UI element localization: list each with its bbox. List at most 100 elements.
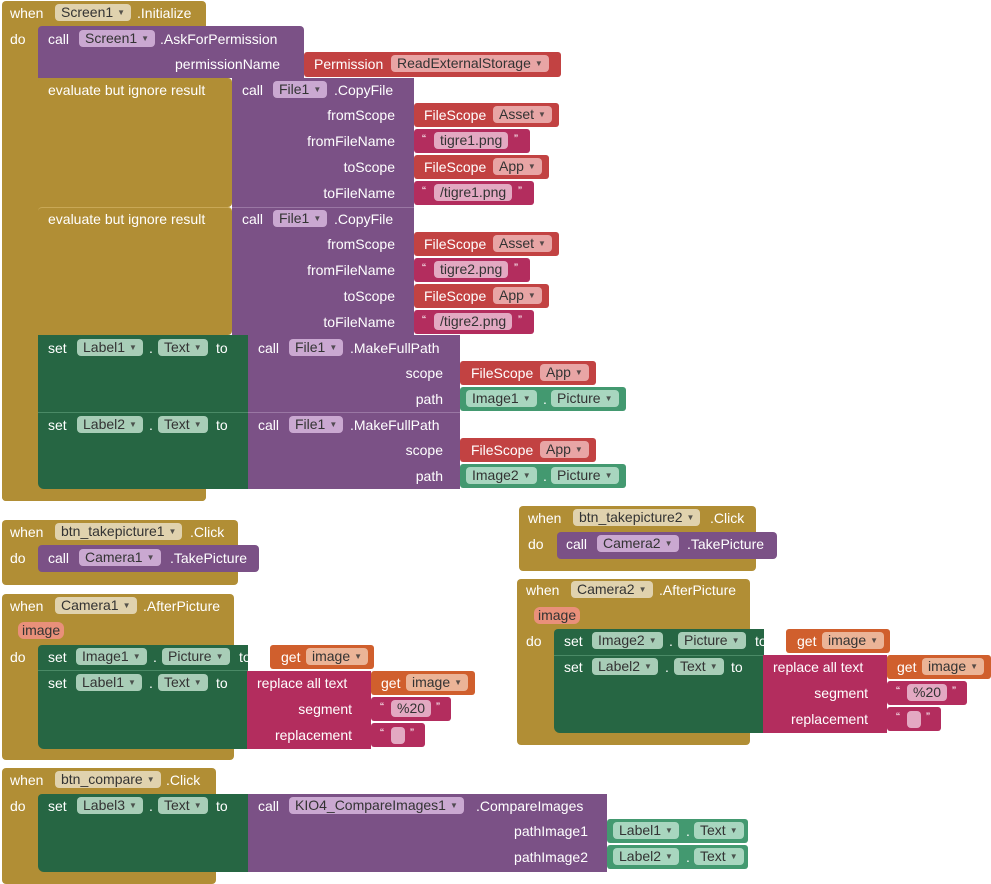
property-dropdown[interactable]: Text▼ — [694, 822, 744, 839]
text-field[interactable]: tigre1.png — [434, 132, 509, 149]
evaluate-ignore-block[interactable] — [38, 78, 232, 207]
component-dropdown[interactable]: btn_takepicture1▼ — [55, 523, 183, 540]
replacement-text-field[interactable] — [391, 727, 405, 744]
makefullpath-block[interactable] — [248, 412, 460, 489]
component-dropdown[interactable]: btn_compare▼ — [55, 771, 161, 788]
chevron-down-icon: ▼ — [313, 214, 322, 223]
component-dropdown[interactable]: Label1▼ — [613, 822, 679, 839]
replace-all-block[interactable] — [247, 671, 371, 749]
screen1-dropdown[interactable]: Screen1▼ — [55, 4, 132, 21]
file1-dropdown[interactable]: File1▼ — [289, 416, 344, 433]
component-dropdown[interactable]: Image2▼ — [592, 632, 663, 649]
text-field[interactable]: tigre2.png — [434, 261, 509, 278]
do-label: do — [10, 649, 26, 665]
property-dropdown[interactable]: Picture▼ — [162, 648, 230, 665]
chevron-down-icon: ▼ — [538, 239, 546, 248]
chevron-down-icon: ▼ — [193, 420, 202, 429]
scope-dropdown[interactable]: App▼ — [493, 287, 542, 304]
replacement-text-field[interactable] — [907, 711, 921, 728]
param-label: scope — [405, 442, 443, 458]
screen1-component-dropdown[interactable]: Screen1▼ — [79, 30, 156, 47]
permission-dropdown[interactable]: ReadExternalStorage▼ — [391, 55, 549, 72]
event-parameter[interactable]: image — [18, 622, 65, 639]
property-dropdown[interactable]: Picture▼ — [678, 632, 746, 649]
param-label: toScope — [343, 288, 395, 304]
property-dropdown[interactable]: Text▼ — [694, 848, 744, 865]
component-dropdown[interactable]: Label2▼ — [592, 658, 658, 675]
chevron-down-icon: ▼ — [329, 420, 338, 429]
chevron-down-icon: ▼ — [117, 8, 126, 17]
scope-dropdown[interactable]: Asset▼ — [493, 106, 552, 123]
component-dropdown[interactable]: btn_takepicture2▼ — [573, 509, 701, 526]
permission-label: Permission — [314, 56, 384, 72]
property-dropdown[interactable]: Text▼ — [158, 674, 208, 691]
copyfile-block[interactable] — [232, 207, 414, 335]
chevron-down-icon: ▼ — [729, 826, 738, 835]
dot-label: . — [153, 649, 157, 665]
camera-dropdown[interactable]: Camera1▼ — [79, 549, 161, 566]
component-dropdown[interactable]: Label2▼ — [613, 848, 679, 865]
scope-dropdown[interactable]: App▼ — [540, 441, 589, 458]
property-dropdown[interactable]: Text▼ — [158, 416, 208, 433]
get-label: get — [797, 633, 817, 649]
chevron-down-icon: ▼ — [215, 652, 224, 661]
component-dropdown[interactable]: Camera2▼ — [571, 581, 653, 598]
component-dropdown[interactable]: KIO4_CompareImages1▼ — [289, 797, 464, 814]
component-dropdown[interactable]: Camera1▼ — [55, 597, 137, 614]
component-dropdown[interactable]: Label2▼ — [77, 416, 143, 433]
copyfile-block[interactable] — [232, 78, 414, 207]
method-label: .TakePicture — [687, 536, 765, 552]
variable-dropdown[interactable]: image▼ — [922, 658, 985, 675]
chevron-down-icon: ▼ — [313, 85, 322, 94]
component-dropdown[interactable]: Image1▼ — [466, 390, 537, 407]
component-dropdown[interactable]: Label1▼ — [76, 674, 142, 691]
chevron-down-icon: ▼ — [574, 445, 583, 454]
do-label: do — [528, 536, 544, 552]
text-field[interactable]: /tigre2.png — [434, 313, 513, 330]
camera-dropdown[interactable]: Camera2▼ — [597, 535, 679, 552]
component-dropdown[interactable]: Label3▼ — [77, 797, 143, 814]
method-label: .MakeFullPath — [350, 340, 440, 356]
set-label: set — [48, 649, 67, 665]
quote-icon: “ — [380, 726, 384, 740]
variable-dropdown[interactable]: image▼ — [406, 674, 469, 691]
quote-icon: “ — [422, 261, 426, 275]
quote-icon: “ — [422, 132, 426, 146]
file1-dropdown[interactable]: File1▼ — [273, 210, 328, 227]
chevron-down-icon: ▼ — [538, 110, 546, 119]
component-dropdown[interactable]: Label1▼ — [77, 339, 143, 356]
makefullpath-block[interactable] — [248, 335, 460, 412]
when-label: when — [10, 5, 44, 21]
property-dropdown[interactable]: Picture▼ — [551, 467, 619, 484]
set-label3-text-block[interactable] — [38, 794, 248, 872]
component-dropdown[interactable]: Image2▼ — [466, 467, 537, 484]
property-dropdown[interactable]: Text▼ — [674, 658, 724, 675]
variable-dropdown[interactable]: image▼ — [306, 648, 369, 665]
text-field[interactable]: /tigre1.png — [434, 184, 513, 201]
segment-text-field[interactable]: %20 — [391, 700, 432, 717]
component-dropdown[interactable]: Image1▼ — [76, 648, 147, 665]
quote-icon: ” — [410, 726, 414, 740]
file1-dropdown[interactable]: File1▼ — [289, 339, 344, 356]
event-parameter[interactable]: image — [534, 607, 581, 624]
quote-icon: “ — [896, 684, 900, 698]
property-dropdown[interactable]: Text▼ — [158, 339, 208, 356]
set-label: set — [48, 675, 67, 691]
scope-dropdown[interactable]: App▼ — [540, 364, 589, 381]
scope-dropdown[interactable]: Asset▼ — [493, 235, 552, 252]
set-label2-text-block[interactable] — [38, 412, 248, 489]
evaluate-ignore-block[interactable] — [38, 207, 232, 335]
param-label: permissionName — [175, 56, 281, 72]
scope-dropdown[interactable]: App▼ — [493, 158, 542, 175]
segment-text-field[interactable]: %20 — [907, 684, 948, 701]
quote-icon: ” — [514, 132, 518, 146]
variable-dropdown[interactable]: image▼ — [822, 632, 885, 649]
when-label: when — [526, 582, 560, 598]
property-dropdown[interactable]: Text▼ — [158, 797, 208, 814]
set-label1-text-block[interactable] — [38, 335, 248, 412]
when-label: when — [528, 510, 562, 526]
replace-all-block[interactable] — [763, 655, 887, 733]
property-dropdown[interactable]: Picture▼ — [551, 390, 619, 407]
dot-label: . — [665, 659, 669, 675]
file1-dropdown[interactable]: File1▼ — [273, 81, 328, 98]
